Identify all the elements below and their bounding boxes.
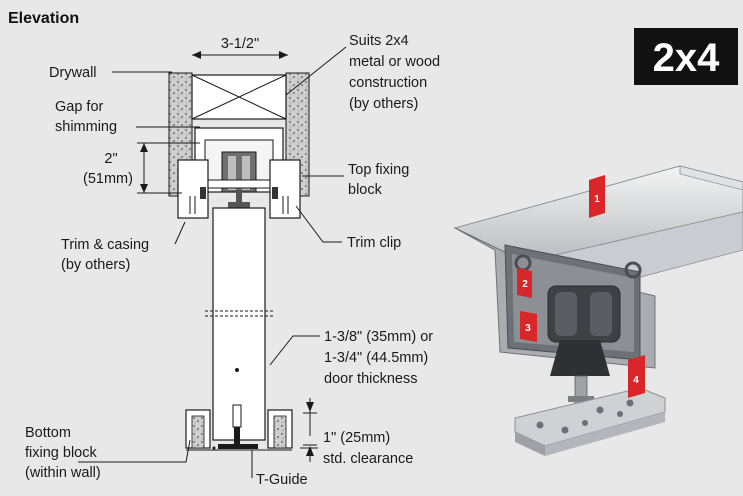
label-drywall: Drywall [49, 65, 97, 81]
label-bottom-line1: Bottom [25, 425, 71, 441]
label-gap-line2: shimming [55, 119, 117, 135]
marker-3: 3 [520, 311, 537, 342]
label-trim-line2: (by others) [61, 257, 130, 273]
t-guide [234, 427, 240, 445]
dimension-arrow-right [279, 51, 288, 59]
dimension-arrow-left [192, 51, 201, 59]
label-topfix-line1: Top fixing [348, 162, 409, 178]
size-badge [634, 28, 738, 85]
label-gap-line1: Gap for [55, 99, 104, 115]
trim-clip-right [272, 187, 278, 199]
marker-4: 4 [628, 355, 645, 398]
marker-1: 1 [589, 175, 605, 218]
hanger-bolt [236, 190, 242, 202]
trim-clip-left [200, 187, 206, 199]
trim-casing-left [177, 159, 209, 219]
label-height-line1: 2" [104, 151, 117, 167]
size-badge-label: 2x4 [653, 36, 720, 80]
label-clearance-line1: 1" (25mm) [323, 430, 390, 446]
label-t-guide: T-Guide [256, 472, 308, 488]
label-topfix-line2: block [348, 182, 383, 198]
label-bottom-line3: (within wall) [25, 465, 101, 481]
label-suits-line3: construction [349, 75, 427, 91]
width-dimension-label: 3-1/2" [221, 36, 259, 52]
label-door-line3: door thickness [324, 371, 418, 387]
door-panel [212, 207, 266, 441]
svg-text:3: 3 [525, 323, 531, 334]
label-suits-line4: (by others) [349, 96, 418, 112]
guide-slot [232, 404, 242, 428]
label-suits-line1: Suits 2x4 [349, 33, 409, 49]
label-clearance-line2: std. clearance [323, 451, 413, 467]
label-bottom-line2: fixing block [25, 445, 97, 461]
svg-text:2: 2 [522, 279, 528, 290]
label-trim-clip: Trim clip [347, 235, 401, 251]
svg-text:1: 1 [594, 194, 600, 205]
label-door-line1: 1-3/8" (35mm) or [324, 329, 433, 345]
label-trim-line1: Trim & casing [61, 237, 149, 253]
page-title: Elevation [8, 10, 79, 27]
label-suits-line2: metal or wood [349, 54, 440, 70]
svg-text:4: 4 [633, 375, 639, 386]
marker-2: 2 [517, 268, 532, 298]
label-height-line2: (51mm) [83, 171, 133, 187]
label-door-line2: 1-3/4" (44.5mm) [324, 350, 428, 366]
